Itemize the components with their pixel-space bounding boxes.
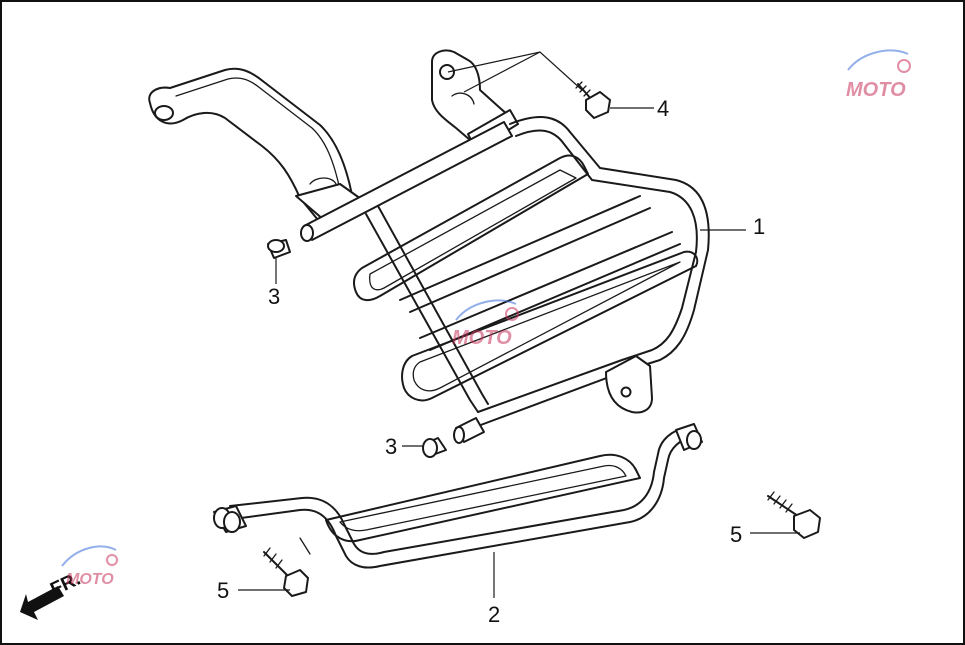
bolt-right-head [793, 509, 821, 539]
upper-tray-loop-inner [369, 169, 577, 291]
top-tab-hole [439, 64, 455, 80]
rack-outer-loop-inner [477, 129, 698, 413]
leader-lines [238, 51, 800, 598]
left-bracket-slot [309, 177, 337, 185]
top-bolt-part [575, 81, 611, 119]
bolt-right-part [767, 491, 821, 539]
callout-number: 3 [268, 284, 280, 309]
watermark-gear-icon [505, 307, 519, 321]
watermark-swoosh-icon [455, 299, 517, 321]
bolt-left-thread [263, 547, 283, 569]
watermark-logo: MOTO [66, 571, 114, 588]
end-cap-upper-top [267, 239, 285, 253]
top-tab-slot [451, 92, 475, 105]
rack-left-rail [365, 213, 479, 413]
lower-tube-end [453, 426, 465, 444]
lower-bar-part [213, 423, 703, 569]
lower-tray-loop [401, 250, 699, 402]
top-bolt-thread [575, 81, 591, 97]
callout-number: 3 [385, 434, 397, 459]
watermark-swoosh-icon [61, 545, 117, 567]
rack-slat-1 [399, 195, 641, 301]
bolt-left-part [263, 547, 309, 597]
end-cap-lower-face [422, 438, 438, 458]
bolt-right-shank [767, 495, 799, 517]
watermark-swoosh-icon [847, 49, 909, 71]
watermark-gear-icon [897, 59, 911, 73]
watermark-top-right: MOTO [846, 49, 911, 101]
leader-4-hole-b [463, 51, 541, 93]
bolt-right-thread [767, 491, 793, 513]
lower-bar-tab [299, 537, 311, 555]
callout-number: 4 [657, 96, 669, 121]
end-cap-lower [422, 437, 447, 458]
front-arrow-icon [20, 586, 64, 620]
rack-outer-loop [477, 116, 710, 427]
lower-bar-outer-b [229, 427, 687, 555]
lower-bar-tray-inner [339, 464, 627, 532]
luggage-rack-part [148, 49, 710, 444]
left-bracket-hole [154, 105, 174, 121]
lower-clamp-hole [620, 386, 632, 398]
watermark-bottom-left: MOTO [61, 545, 118, 588]
watermark-center: MOTO [452, 299, 519, 349]
bolt-left-shank [263, 551, 291, 579]
lower-bar-tray [325, 453, 641, 543]
lower-right-clamp [605, 355, 653, 414]
lower-tray-loop-inner [412, 261, 681, 392]
callout-number: 5 [217, 578, 229, 603]
watermark-gear-icon [106, 554, 118, 566]
cross-tube-end [300, 224, 314, 242]
watermark-logo: MOTO [452, 327, 512, 349]
callout-number: 1 [753, 214, 765, 239]
watermark-logo: MOTO [846, 79, 906, 101]
callout-number: 2 [488, 602, 500, 627]
rack-left-rail-inner [377, 205, 489, 405]
lower-bar-right-eye [686, 430, 702, 450]
end-cap-upper [267, 239, 291, 259]
callout-number: 5 [730, 522, 742, 547]
lower-bar-outer [225, 435, 693, 569]
rack-slat-1b [409, 207, 651, 313]
bolt-left-head [283, 569, 309, 597]
left-bracket-inner-edge [175, 77, 341, 191]
top-bolt-head [585, 91, 611, 119]
upper-tray-loop [353, 154, 589, 302]
lower-bar-left-eye-b [223, 511, 241, 533]
rack-slat-2 [419, 231, 673, 339]
